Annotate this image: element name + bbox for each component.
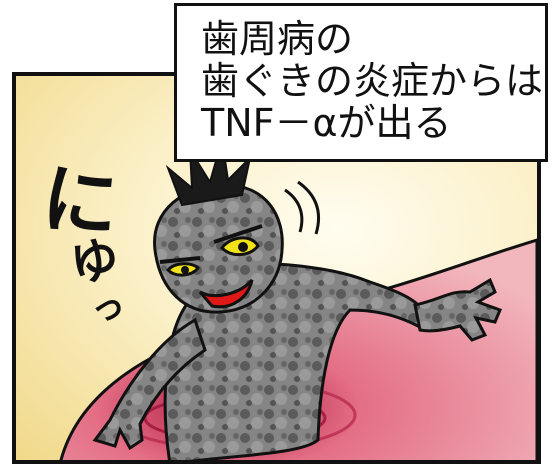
creature-right-hand: [413, 277, 502, 342]
caption-box: 歯周病の 歯ぐきの炎症からは TNF－αが出る: [174, 3, 548, 162]
creature-left-arm: [92, 317, 207, 451]
caption-line-1: 歯周病の: [201, 17, 354, 61]
caption-line-2: 歯ぐきの炎症からは: [201, 59, 544, 103]
creature-head: [153, 183, 284, 314]
caption-line-3: TNF－αが出る: [201, 101, 452, 145]
motion-line: [284, 188, 304, 233]
motion-line: [297, 180, 321, 235]
creature-mouth: [198, 278, 254, 309]
